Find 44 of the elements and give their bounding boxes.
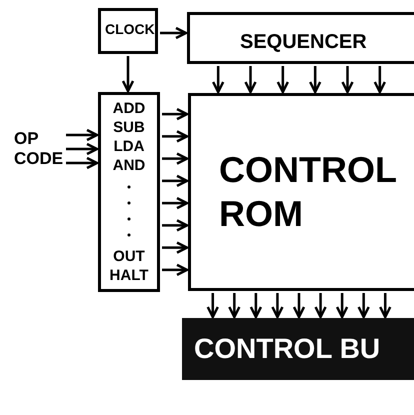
arrow — [66, 142, 98, 156]
box-title: CLOCK — [104, 20, 155, 39]
arrow — [162, 174, 188, 188]
arrow — [162, 219, 188, 232]
decoder-box — [98, 92, 160, 292]
arrow — [228, 293, 241, 318]
arrow — [374, 66, 386, 94]
control-bus-bar — [182, 318, 414, 380]
instruction-label: OUT — [113, 247, 145, 266]
arrow — [206, 293, 220, 318]
arrow — [162, 196, 188, 210]
arrow — [336, 293, 348, 318]
arrow — [162, 241, 188, 254]
arrow — [292, 293, 306, 318]
arrow — [314, 293, 327, 318]
arrow — [66, 156, 98, 170]
arrow — [250, 293, 262, 318]
arrow — [271, 293, 284, 318]
rom-title: CONTROL ROM — [219, 148, 398, 236]
arrow — [212, 66, 224, 94]
sequencer-box — [187, 12, 414, 64]
box-title: SEQUENCER — [239, 30, 368, 55]
arrow — [244, 66, 257, 94]
input-label-text: OP CODE — [14, 129, 64, 169]
arrow — [341, 66, 354, 94]
arrow — [276, 66, 290, 94]
arrow — [357, 293, 370, 318]
arrow — [162, 108, 188, 120]
arrow — [160, 26, 188, 40]
arrow — [162, 130, 188, 143]
instruction-label: SUB — [113, 118, 145, 137]
arrow — [122, 56, 134, 92]
control-rom-box — [188, 93, 414, 291]
instruction-label: HALT — [110, 266, 148, 285]
arrow — [66, 128, 98, 142]
instruction-label: LDA — [114, 137, 144, 156]
arrow — [378, 293, 392, 318]
bus-title: CONTROL BU — [194, 332, 380, 366]
instruction-label: ADD — [112, 99, 146, 118]
instruction-label: AND — [112, 156, 146, 175]
arrow — [162, 264, 188, 276]
arrow — [162, 152, 188, 165]
clock-box — [98, 8, 158, 54]
arrow — [308, 66, 322, 94]
